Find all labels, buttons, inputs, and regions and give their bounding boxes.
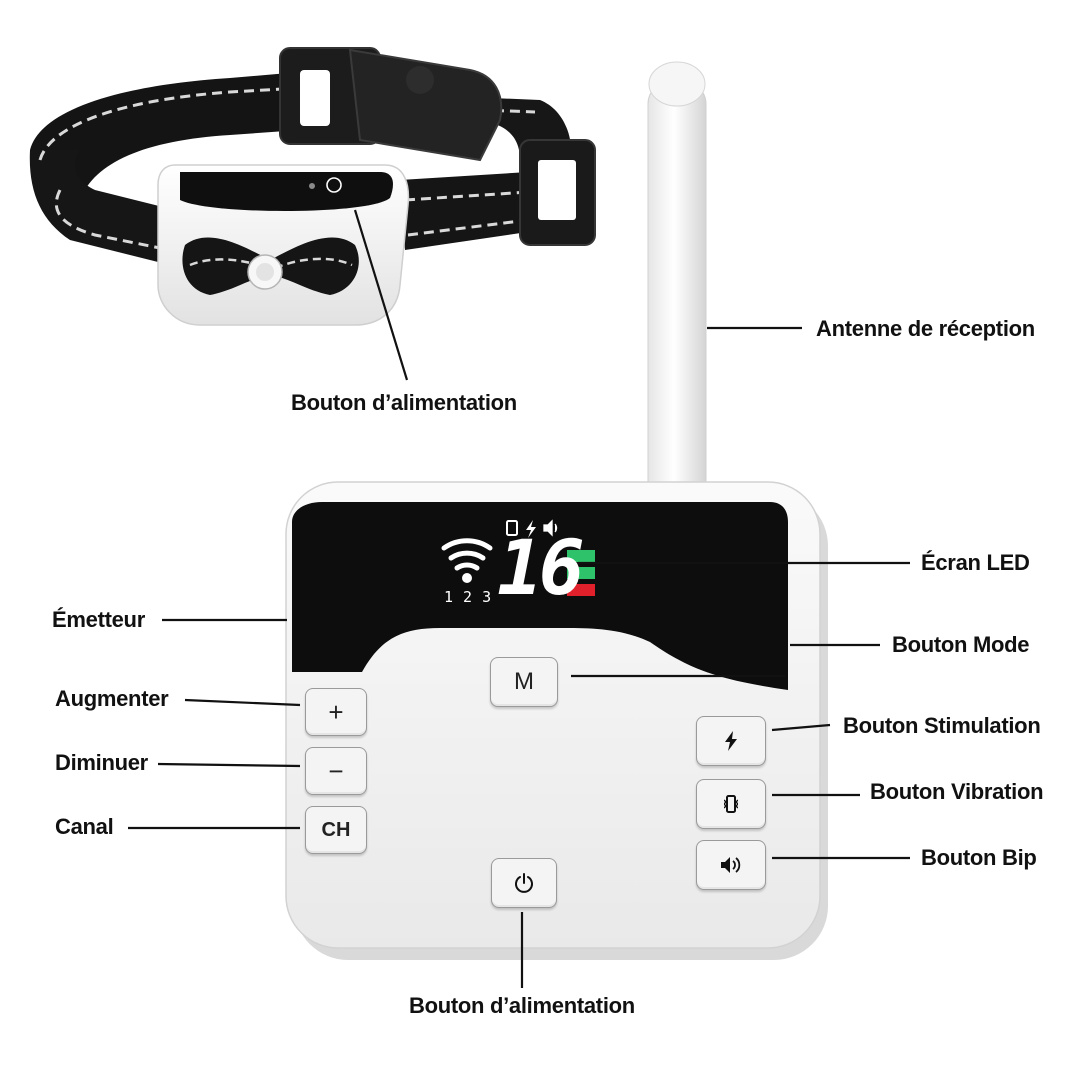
vibration-icon <box>724 795 738 813</box>
channel-button[interactable]: CH <box>305 806 367 854</box>
increase-label: Augmenter <box>55 686 169 711</box>
collar-strap-front <box>29 150 175 265</box>
collar-stitch <box>38 86 301 161</box>
power-label: Bouton d’alimentation <box>409 993 635 1018</box>
vibration-button[interactable] <box>696 779 766 829</box>
screen-bezel <box>292 502 788 690</box>
vibration-label: Bouton Vibration <box>870 779 1044 804</box>
mode-button-callout: Bouton Mode <box>892 632 1030 657</box>
mode-button[interactable]: M <box>490 657 558 707</box>
antenna-label: Antenne de réception <box>816 316 1035 341</box>
level-bar <box>567 567 595 579</box>
speaker-icon <box>543 519 558 537</box>
increase-button[interactable]: + <box>305 688 367 736</box>
collar-buckle-detail <box>406 66 434 94</box>
power-button[interactable] <box>491 858 557 908</box>
channel-indicator: 2 <box>463 588 473 606</box>
collar-contact-stud-inner <box>256 263 274 281</box>
mode-button-label: M <box>514 668 534 695</box>
collar-buckle-male <box>348 48 503 162</box>
collar-power-icon <box>326 177 342 193</box>
collar-led-icon <box>309 183 315 189</box>
beep-button[interactable] <box>696 840 766 890</box>
channel-indicator: 1 <box>444 588 454 606</box>
stimulation-button[interactable] <box>696 716 766 766</box>
signal-icon <box>441 538 493 583</box>
lcd-graphics <box>441 519 595 596</box>
collar <box>29 47 596 326</box>
collar-receiver-top <box>180 172 393 212</box>
lightning-icon <box>725 731 737 751</box>
collar-power-label: Bouton d’alimentation <box>291 390 517 415</box>
stimulation-label: Bouton Stimulation <box>843 713 1041 738</box>
lcd-level-readout: 16 <box>497 523 584 612</box>
lightning-icon <box>526 520 536 538</box>
channel-button-label: CH <box>321 818 351 841</box>
beep-label: Bouton Bip <box>921 845 1037 870</box>
level-bars <box>567 550 595 596</box>
increase-button-label: + <box>328 696 344 727</box>
level-bar <box>567 584 595 596</box>
speaker-icon <box>721 857 741 873</box>
antenna-rod <box>647 81 707 503</box>
channel-indicator: 3 <box>482 588 492 606</box>
level-bar <box>567 550 595 562</box>
antenna <box>647 61 707 503</box>
led-screen-label: Écran LED <box>921 550 1030 575</box>
collar-adjuster-slot <box>538 160 576 220</box>
channel-label: Canal <box>55 814 114 839</box>
power-icon <box>515 873 533 893</box>
decrease-button-label: − <box>328 755 344 786</box>
collar-buckle-slot <box>300 70 330 126</box>
transmitter-label: Émetteur <box>52 607 145 632</box>
antenna-tip <box>648 61 706 107</box>
decrease-button[interactable]: − <box>305 747 367 795</box>
channel-indicators: 1 2 3 <box>444 588 491 606</box>
collar-stitch <box>54 189 171 252</box>
vibration-icon <box>506 520 518 536</box>
collar-strap-back <box>30 72 300 200</box>
decrease-label: Diminuer <box>55 750 148 775</box>
transmitter <box>285 481 828 960</box>
